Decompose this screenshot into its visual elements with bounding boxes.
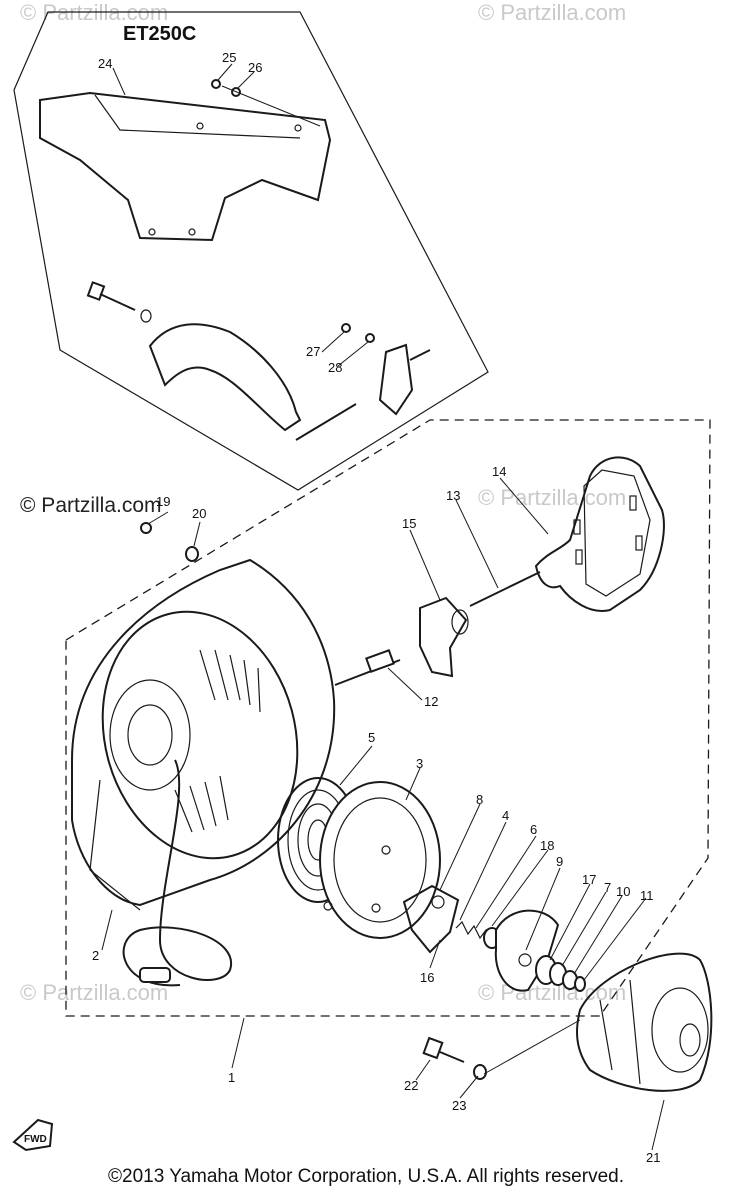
callout-15: 15 [402, 516, 416, 531]
part-17-7-10-11-washers [535, 955, 586, 992]
callout-20: 20 [192, 506, 206, 521]
callout-26: 26 [248, 60, 262, 75]
inset-housing-section [148, 323, 302, 432]
part-25-screw [211, 79, 221, 89]
callout-18: 18 [540, 838, 554, 853]
callout-12: 12 [424, 694, 438, 709]
callout-14: 14 [492, 464, 506, 479]
assembly-boundary [65, 419, 711, 1017]
part-13-rod [469, 571, 541, 607]
callout-23: 23 [452, 1098, 466, 1113]
fwd-label: FWD [24, 1134, 47, 1145]
callout-25: 25 [222, 50, 236, 65]
inset-bracket [295, 323, 431, 441]
part-2-fan-housing [71, 558, 336, 911]
part-15-bracket [419, 596, 469, 678]
callout-3: 3 [416, 756, 423, 771]
starter-rope [122, 759, 233, 987]
inset-model-label: ET250C [123, 23, 196, 45]
watermark-mid-left: © Partzilla.com [20, 494, 162, 517]
callout-24: 24 [98, 56, 112, 71]
fwd-arrow-icon: FWD [12, 1118, 54, 1152]
part-24-shroud [39, 91, 332, 242]
callout-4: 4 [502, 808, 509, 823]
copyright-notice: ©2013 Yamaha Motor Corporation, U.S.A. A… [108, 1166, 624, 1187]
watermark-bottom-left: © Partzilla.com [20, 980, 168, 1005]
callout-16: 16 [420, 970, 434, 985]
callout-13: 13 [446, 488, 460, 503]
callouts: 24 25 26 27 28 19 20 14 13 15 12 5 3 8 4… [92, 50, 660, 1165]
part-21-cover [576, 952, 713, 1092]
rope-handle-end [139, 967, 171, 983]
callout-6: 6 [530, 822, 537, 837]
part-12-cable [334, 649, 401, 686]
callout-8: 8 [476, 792, 483, 807]
callout-2: 2 [92, 948, 99, 963]
part-3-reel [319, 781, 441, 939]
part-4-pawl [402, 884, 460, 954]
callout-28: 28 [328, 360, 342, 375]
callout-5: 5 [368, 730, 375, 745]
part-23-washer [473, 1064, 487, 1080]
watermark-mid-right: © Partzilla.com [478, 485, 626, 510]
callout-11: 11 [640, 888, 654, 903]
callout-21: 21 [646, 1150, 660, 1165]
part-18-spring [455, 920, 501, 949]
part-19-screw [140, 522, 152, 534]
callout-17: 17 [582, 872, 596, 887]
part-20-washer [185, 546, 199, 562]
callout-10: 10 [616, 884, 630, 899]
callout-22: 22 [404, 1078, 418, 1093]
inset-bolt [86, 281, 152, 323]
leader-lines [101, 63, 665, 1151]
part-22-bolt [422, 1036, 465, 1063]
callout-9: 9 [556, 854, 563, 869]
callout-7: 7 [604, 880, 611, 895]
inset-panel: ET250C [13, 11, 489, 491]
callout-1: 1 [228, 1070, 235, 1085]
callout-19: 19 [156, 494, 170, 509]
watermark-top-right: © Partzilla.com [478, 0, 626, 25]
part-14-handle [534, 456, 665, 612]
callout-27: 27 [306, 344, 320, 359]
